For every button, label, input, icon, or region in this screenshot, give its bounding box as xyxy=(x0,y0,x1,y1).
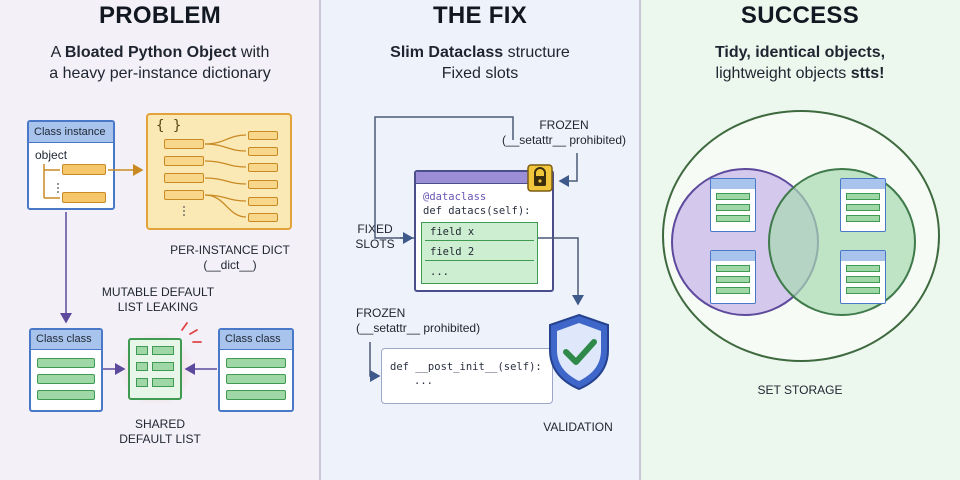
code-window-titlebar xyxy=(416,172,552,184)
list-cell xyxy=(136,362,148,371)
object-icon-field xyxy=(716,193,750,200)
frozen-top-label: FROZEN (__setattr__ prohibited) xyxy=(494,118,634,148)
object-attr-bar xyxy=(62,164,106,175)
set-storage-label: SET STORAGE xyxy=(757,383,843,397)
dict-value xyxy=(248,197,278,206)
list-cell xyxy=(136,346,148,355)
code-def: def datacs(self): xyxy=(423,205,531,217)
object-icon-field xyxy=(846,265,880,272)
class-field-bar xyxy=(226,358,286,368)
object-icon-field xyxy=(846,287,880,294)
object-attr-bar xyxy=(62,192,106,203)
post-init-box: def __post_init__(self): ... xyxy=(381,348,553,404)
dict-value xyxy=(248,213,278,222)
per-instance-dict-label: PER-INSTANCE DICT (__dict__) xyxy=(150,243,310,273)
dict-value xyxy=(248,163,278,172)
list-cell xyxy=(152,378,174,387)
dataclass-code: @dataclass def datacs(self): xyxy=(416,184,552,218)
problem-subtitle-bold: Bloated Python Object xyxy=(64,44,237,61)
shared-line2: DEFAULT LIST xyxy=(119,432,201,446)
object-icon-field xyxy=(846,204,880,211)
frozen-bottom-label: FROZEN (__setattr__ prohibited) xyxy=(356,306,502,336)
class-instance-header: Class instance xyxy=(29,122,113,143)
frozen-top-line2: (__setattr__ prohibited) xyxy=(501,133,627,147)
object-icon-field xyxy=(716,276,750,283)
class-field-bar xyxy=(226,374,286,384)
shield-check-icon xyxy=(545,312,613,392)
success-subtitle: Tidy, identical objects, lightweight obj… xyxy=(640,42,960,84)
success-subtitle-line1: Tidy, identical objects, xyxy=(714,44,886,61)
post-init-line1: def __post_init__(self): xyxy=(390,361,542,373)
class-box-left-header: Class class xyxy=(31,330,101,350)
list-cell xyxy=(152,346,174,355)
success-title: SUCCESS xyxy=(740,2,860,29)
dict-brace: { } xyxy=(156,118,182,134)
object-icon-field xyxy=(846,276,880,283)
dict-label-line2: (__dict__) xyxy=(203,258,257,272)
list-cell xyxy=(152,362,174,371)
slot-field-2: field 2 xyxy=(425,244,534,261)
shared-line1: SHARED xyxy=(134,417,185,431)
frozen-bottom-line1: FROZEN xyxy=(356,306,406,320)
dict-entry xyxy=(164,173,204,183)
fix-connectors xyxy=(369,116,584,382)
object-icon-field xyxy=(716,265,750,272)
object-label: object xyxy=(35,148,68,162)
frozen-bottom-line2: (__setattr__ prohibited) xyxy=(356,321,481,335)
dict-label-line1: PER-INSTANCE DICT xyxy=(170,243,290,257)
dict-value xyxy=(248,131,278,140)
problem-subtitle-post: with xyxy=(236,44,270,61)
panel-divider xyxy=(639,0,641,480)
validation-label: VALIDATION xyxy=(543,420,613,434)
object-tree-lines xyxy=(43,164,60,199)
code-decorator: @dataclass xyxy=(423,191,487,203)
mutable-line1: MUTABLE DEFAULT xyxy=(101,285,215,299)
lock-icon xyxy=(527,164,553,192)
fix-subtitle-line2: Fixed slots xyxy=(441,65,519,82)
alert-rays xyxy=(181,322,202,343)
class-field-bar xyxy=(37,390,95,400)
problem-subtitle-pre: A xyxy=(50,44,65,61)
class-field-bar xyxy=(37,374,95,384)
dict-entry xyxy=(164,139,204,149)
object-icon-field xyxy=(846,193,880,200)
success-subtitle-pre: lightweight objects xyxy=(715,65,851,82)
list-cell xyxy=(136,378,148,387)
dict-branch-lines xyxy=(204,134,247,218)
post-init-line2: ... xyxy=(414,375,433,387)
fix-subtitle-bold: Slim Dataclass xyxy=(390,44,504,61)
object-icon-field xyxy=(846,215,880,222)
dict-entry xyxy=(164,190,204,200)
class-box-right-header: Class class xyxy=(220,330,292,350)
dict-entry xyxy=(164,156,204,166)
dict-value xyxy=(248,180,278,189)
fixed-slots-line2: SLOTS xyxy=(355,237,395,251)
mutable-default-label: MUTABLE DEFAULT LIST LEAKING xyxy=(88,285,228,315)
fix-subtitle-rest: structure xyxy=(503,44,570,61)
fix-subtitle: Slim Dataclass structure Fixed slots xyxy=(320,42,640,84)
class-field-bar xyxy=(37,358,95,368)
class-field-bar xyxy=(226,390,286,400)
problem-subtitle-line2: a heavy per-instance dictionary xyxy=(49,65,271,82)
shared-default-list-label: SHARED DEFAULT LIST xyxy=(90,417,230,447)
problem-subtitle: A Bloated Python Object with a heavy per… xyxy=(0,42,320,84)
slot-field-3: ... xyxy=(430,266,449,278)
mutable-line2: LIST LEAKING xyxy=(117,300,199,314)
slot-field-1: field x xyxy=(425,224,534,241)
dict-value xyxy=(248,147,278,156)
fix-title: THE FIX xyxy=(432,2,528,29)
success-subtitle-bold: stts! xyxy=(850,65,885,82)
object-icon-field xyxy=(716,204,750,211)
frozen-top-line1: FROZEN xyxy=(539,118,589,132)
panel-divider xyxy=(319,0,321,480)
problem-title: PROBLEM xyxy=(98,2,222,29)
object-icon-field xyxy=(716,215,750,222)
object-icon-field xyxy=(716,287,750,294)
